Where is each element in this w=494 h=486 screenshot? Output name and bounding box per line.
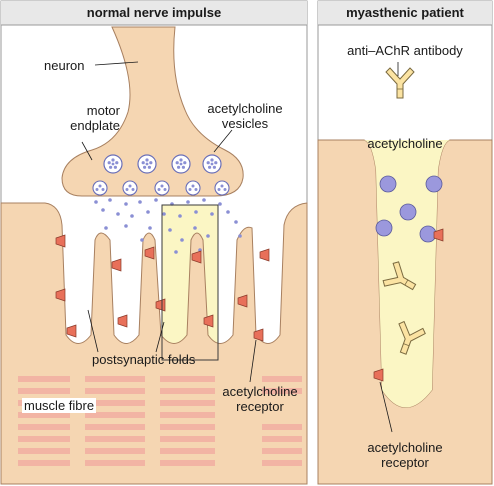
panel-title-normal: normal nerve impulse bbox=[86, 5, 222, 20]
label-endplate: endplate bbox=[70, 118, 120, 133]
label-ach-receptor-left-line2: receptor bbox=[236, 399, 284, 414]
label-ach-receptor-right-line1: acetylcholine bbox=[367, 440, 443, 455]
ach-molecules bbox=[375, 175, 443, 243]
label-postsynaptic-folds: postsynaptic folds bbox=[92, 352, 196, 367]
muscle-stripes bbox=[18, 376, 302, 466]
label-ach-receptor-left-line1: acetylcholine bbox=[222, 384, 298, 399]
label-ach-vesicles: acetylcholine vesicles bbox=[190, 101, 300, 131]
label-ach-receptor-left: acetylcholine receptor bbox=[205, 384, 315, 414]
label-ach-vesicles-line1: acetylcholine bbox=[207, 101, 283, 116]
label-ach-vesicles-line2: vesicles bbox=[221, 116, 269, 131]
left-header-bg bbox=[1, 1, 307, 25]
label-ach-receptor-right-line2: receptor bbox=[381, 455, 429, 470]
label-antibody: anti–AChR antibody bbox=[347, 43, 463, 58]
label-neuron: neuron bbox=[44, 58, 85, 73]
released-ach bbox=[94, 198, 242, 254]
label-motor: motor bbox=[86, 103, 120, 118]
right-cleft bbox=[364, 140, 450, 408]
right-panel bbox=[317, 0, 493, 485]
magnify-box bbox=[161, 204, 219, 361]
right-header-bg bbox=[318, 1, 492, 25]
label-acetylcholine: acetylcholine bbox=[367, 136, 443, 151]
panel-title-myasthenic: myasthenic patient bbox=[346, 5, 464, 20]
label-ach-receptor-right: acetylcholine receptor bbox=[318, 440, 492, 470]
muscle-tissue bbox=[0, 202, 308, 485]
neuron bbox=[61, 26, 244, 197]
leader-lines bbox=[81, 61, 257, 383]
label-motor-endplate: motor endplate bbox=[40, 103, 120, 133]
label-muscle-fibre: muscle fibre bbox=[22, 398, 97, 413]
right-leader-lines bbox=[379, 62, 399, 433]
